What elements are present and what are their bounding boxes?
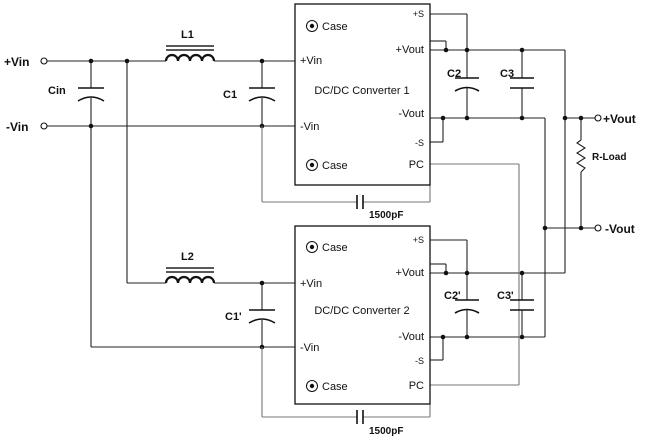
r-load-resistor	[575, 139, 587, 173]
y-cap-1-wiring	[261, 126, 431, 209]
converter-2-case-top-label: Case	[322, 242, 348, 254]
converter-2-case-bottom-label: Case	[322, 381, 348, 393]
case-icon	[306, 159, 318, 171]
input-wiring	[44, 60, 295, 348]
y-cap-1-label: 1500pF	[369, 210, 403, 221]
c2-capacitor	[454, 77, 480, 92]
converter-1-body	[294, 3, 431, 186]
vout-pos-label: +Vout	[603, 112, 636, 126]
l1-inductor	[164, 45, 216, 62]
c3-capacitor	[510, 77, 534, 89]
c2-prime-capacitor	[454, 299, 480, 314]
case-icon	[306, 20, 318, 32]
c1-label: C1	[223, 89, 237, 101]
c1-capacitor	[248, 87, 276, 102]
converter-2-vin-neg: -Vin	[300, 342, 319, 354]
converter-2-sense-pos: +S	[413, 235, 424, 245]
converter-2-sense-neg: -S	[415, 356, 424, 366]
l1-label: L1	[181, 29, 194, 41]
cin-capacitor	[77, 87, 105, 102]
converter-2-title: DC/DC Converter 2	[314, 305, 409, 317]
y-cap-2-wiring	[261, 347, 431, 424]
case-icon	[306, 380, 318, 392]
converter-2-pc: PC	[409, 380, 424, 392]
converter-1-vout-pos: +Vout	[396, 44, 424, 56]
converter-1-title: DC/DC Converter 1	[314, 85, 409, 97]
c3-label: C3	[500, 68, 514, 80]
cin-label: Cin	[48, 85, 66, 97]
converter-1: Case +S +Vout +Vin DC/DC Converter 1 -Vo…	[294, 3, 431, 186]
converter-1-pc: PC	[409, 159, 424, 171]
c3-prime-label: C3'	[497, 290, 514, 302]
converter-1-vin-pos: +Vin	[300, 55, 322, 67]
converter-2: Case +S +Vout +Vin DC/DC Converter 2 -Vo…	[294, 225, 431, 405]
converter-1-case-bottom-label: Case	[322, 160, 348, 172]
converter-2-vin-pos: +Vin	[300, 278, 322, 290]
c3-prime-capacitor	[510, 299, 534, 311]
converter-2-vout-pos: +Vout	[396, 267, 424, 279]
c2-prime-label: C2'	[444, 290, 461, 302]
converter-1-sense-pos: +S	[413, 9, 424, 19]
vout-neg-label: -Vout	[605, 222, 635, 236]
converter-2-vout-neg: -Vout	[398, 331, 424, 343]
converter-1-vin-neg: -Vin	[300, 121, 319, 133]
converter-1-case-top-label: Case	[322, 21, 348, 33]
vout-neg-terminal	[594, 224, 602, 232]
vin-pos-terminal	[40, 57, 48, 65]
output-wiring	[430, 13, 596, 386]
r-load-label: R-Load	[592, 152, 626, 163]
c1-prime-capacitor	[248, 309, 276, 324]
l2-inductor	[164, 267, 216, 284]
vin-pos-label: +Vin	[4, 55, 29, 69]
output-junction-dots	[440, 47, 584, 340]
c2-label: C2	[447, 68, 461, 80]
case-icon	[306, 241, 318, 253]
converter-1-sense-neg: -S	[415, 138, 424, 148]
l2-label: L2	[181, 251, 194, 263]
converter-2-body	[294, 225, 431, 405]
input-junction-dots	[88, 58, 265, 350]
vout-pos-terminal	[594, 114, 602, 122]
y-cap-2-label: 1500pF	[369, 426, 403, 437]
vin-neg-terminal	[40, 122, 48, 130]
converter-1-vout-neg: -Vout	[398, 108, 424, 120]
vin-neg-label: -Vin	[6, 120, 28, 134]
c1-prime-label: C1'	[225, 311, 242, 323]
